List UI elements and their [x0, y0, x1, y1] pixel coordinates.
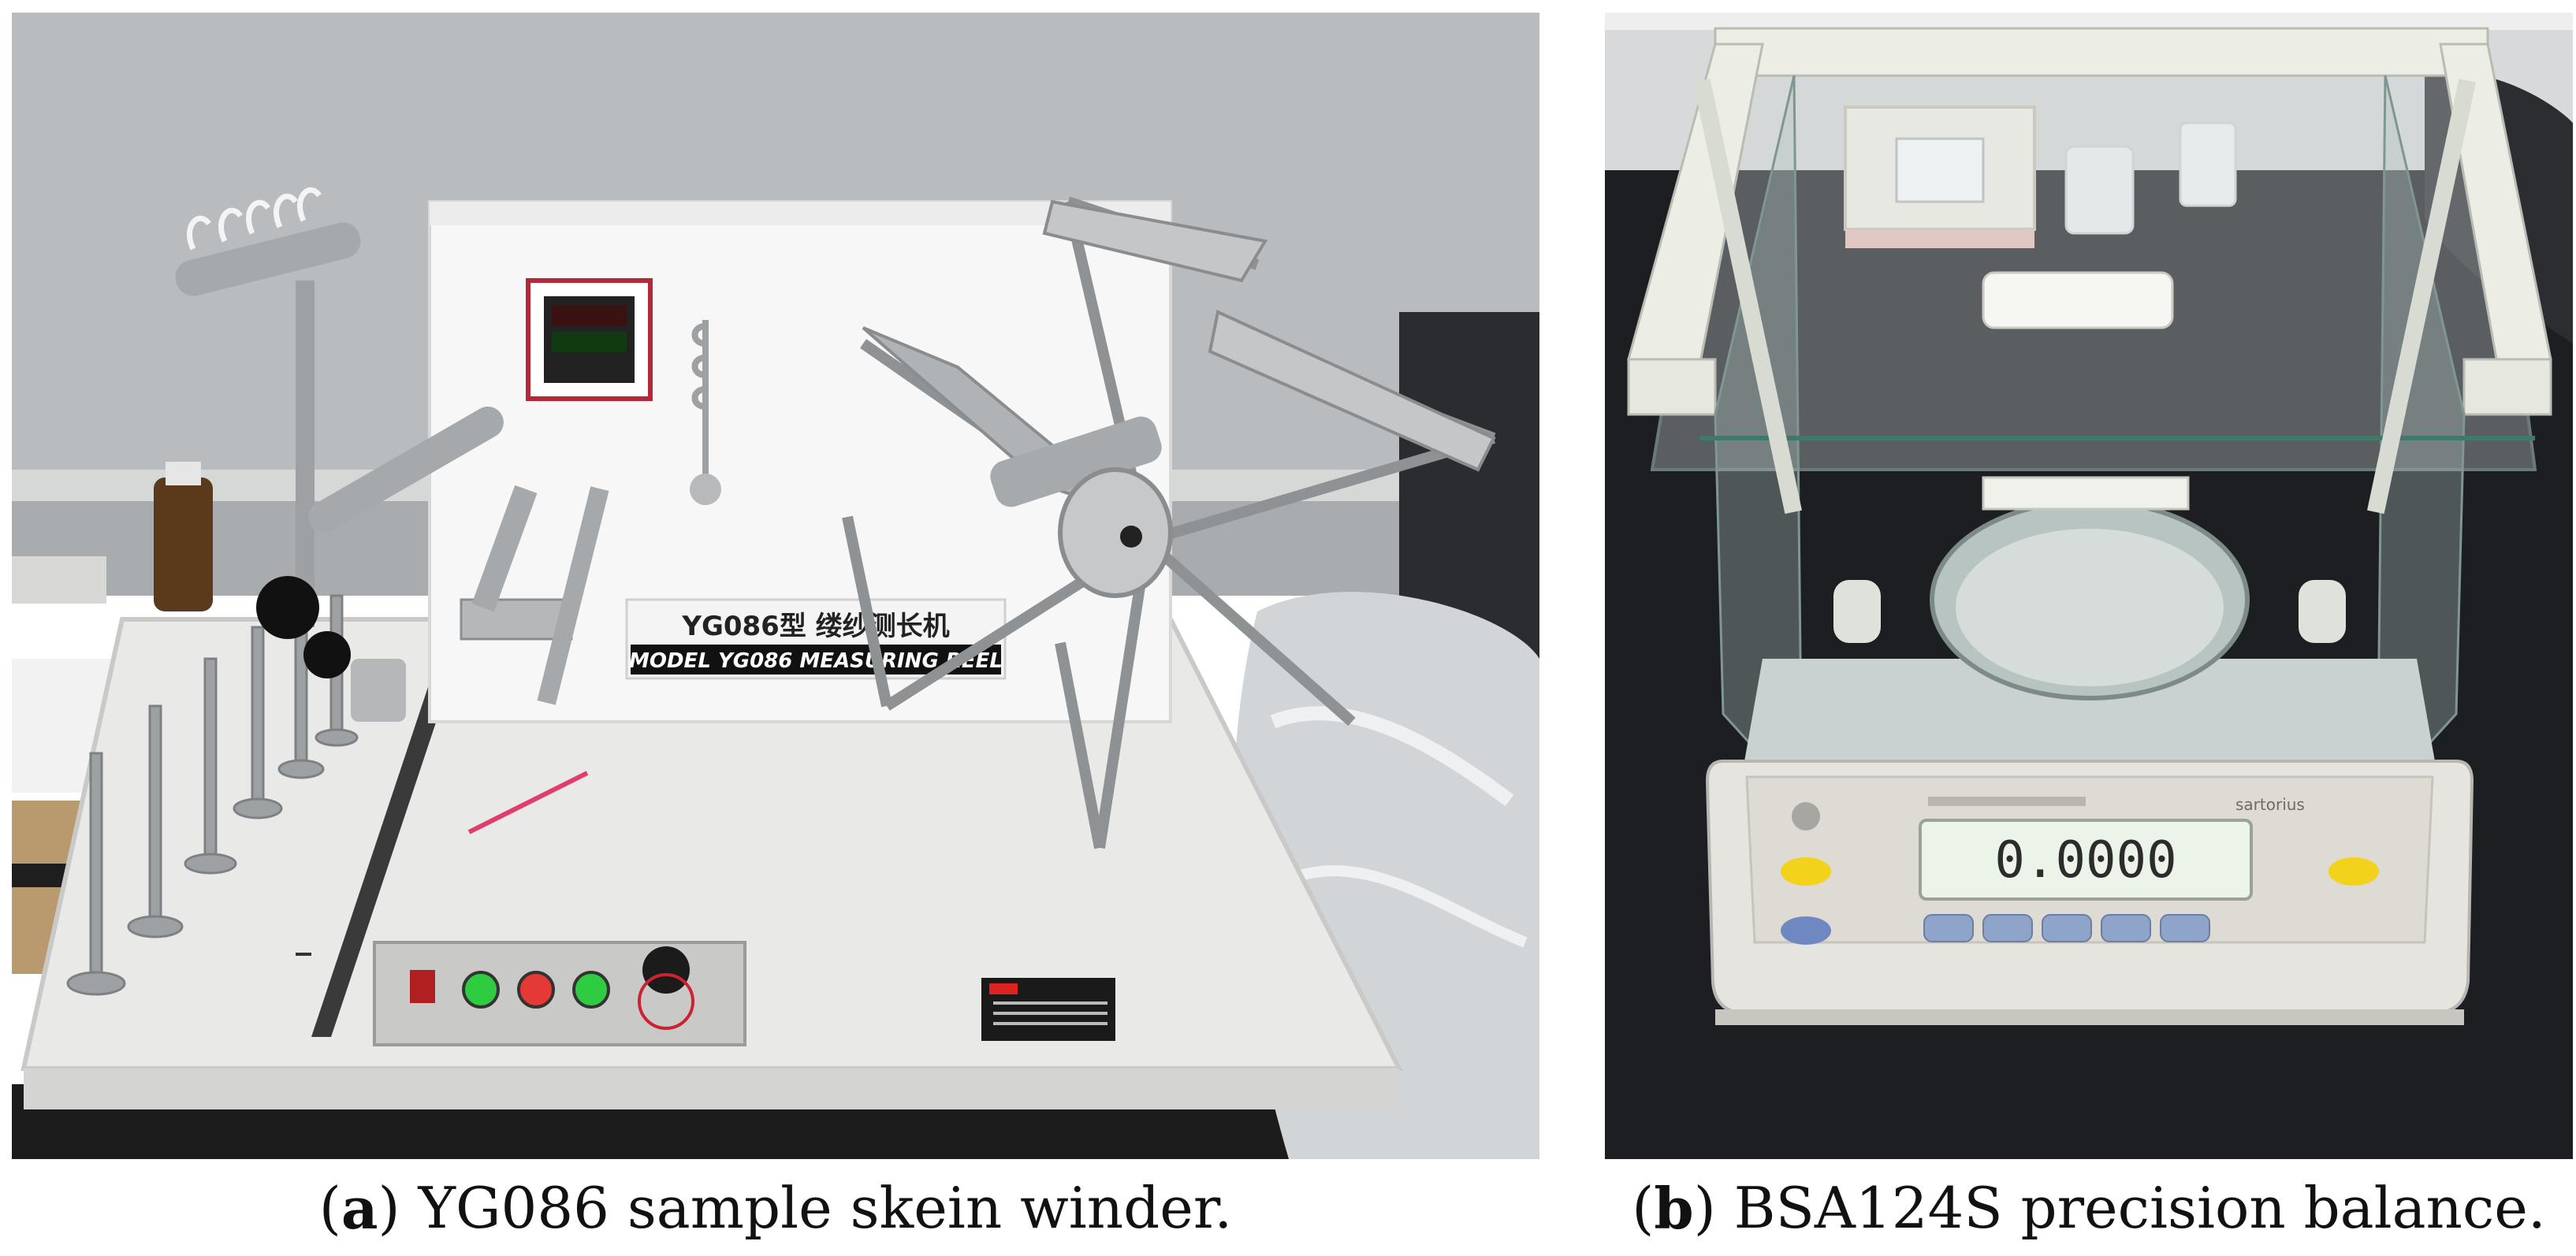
caption-b-text: BSA124S precision balance. — [1733, 1175, 2546, 1241]
yarn-guides — [187, 187, 322, 251]
tare-key — [2328, 857, 2379, 886]
draft-shield — [1627, 27, 2552, 804]
skein-winder-illustration: YG086型 缕纱测长机 MODEL YG086 MEASURING REEL — [12, 13, 1539, 1159]
stop-button — [517, 971, 555, 1009]
caption-a-open-paren: ( — [318, 1175, 341, 1241]
precision-balance-photo: sartorius 0.0000 — [1605, 13, 2573, 1159]
reel-hub — [1058, 467, 1173, 598]
nameplate-chinese: YG086型 缕纱测长机 — [681, 611, 949, 642]
door-handle — [1982, 271, 2174, 329]
brand-label: sartorius — [2235, 795, 2305, 814]
caption-b: (b) BSA124S precision balance. — [1605, 1165, 2573, 1251]
start-button — [462, 971, 500, 1009]
level-indicator — [1792, 802, 1820, 831]
skein-winder-photo: YG086型 缕纱测长机 MODEL YG086 MEASURING REEL — [12, 13, 1539, 1159]
caption-b-close-paren: ) — [1693, 1175, 1734, 1241]
function-keys — [1923, 914, 2210, 942]
power-switch — [410, 970, 435, 1003]
speed-dial — [642, 946, 690, 994]
guide-post — [296, 281, 315, 627]
peg-row — [66, 594, 359, 996]
caption-a-close-paren: ) — [378, 1175, 419, 1241]
caption-b-letter: b — [1654, 1174, 1694, 1242]
cal-key — [1781, 916, 1831, 945]
tension-knob — [256, 576, 319, 639]
balance-display — [1919, 819, 2253, 901]
caption-a-letter: a — [341, 1174, 378, 1242]
beaker — [2064, 145, 2135, 235]
serrated-rail — [311, 659, 457, 1037]
on-off-key — [1781, 857, 1831, 886]
precision-balance-illustration: sartorius 0.0000 — [1605, 13, 2573, 1159]
bottle — [154, 478, 213, 611]
caption-a-text: YG086 sample skein winder. — [418, 1175, 1233, 1241]
caption-a: (a) YG086 sample skein winder. — [12, 1165, 1539, 1251]
chamber-floor — [1739, 659, 2440, 793]
display-value: 0.0000 — [1994, 831, 2176, 890]
power-socket — [1844, 106, 2036, 231]
reset-button — [572, 971, 610, 1009]
caption-b-open-paren: ( — [1632, 1175, 1655, 1241]
